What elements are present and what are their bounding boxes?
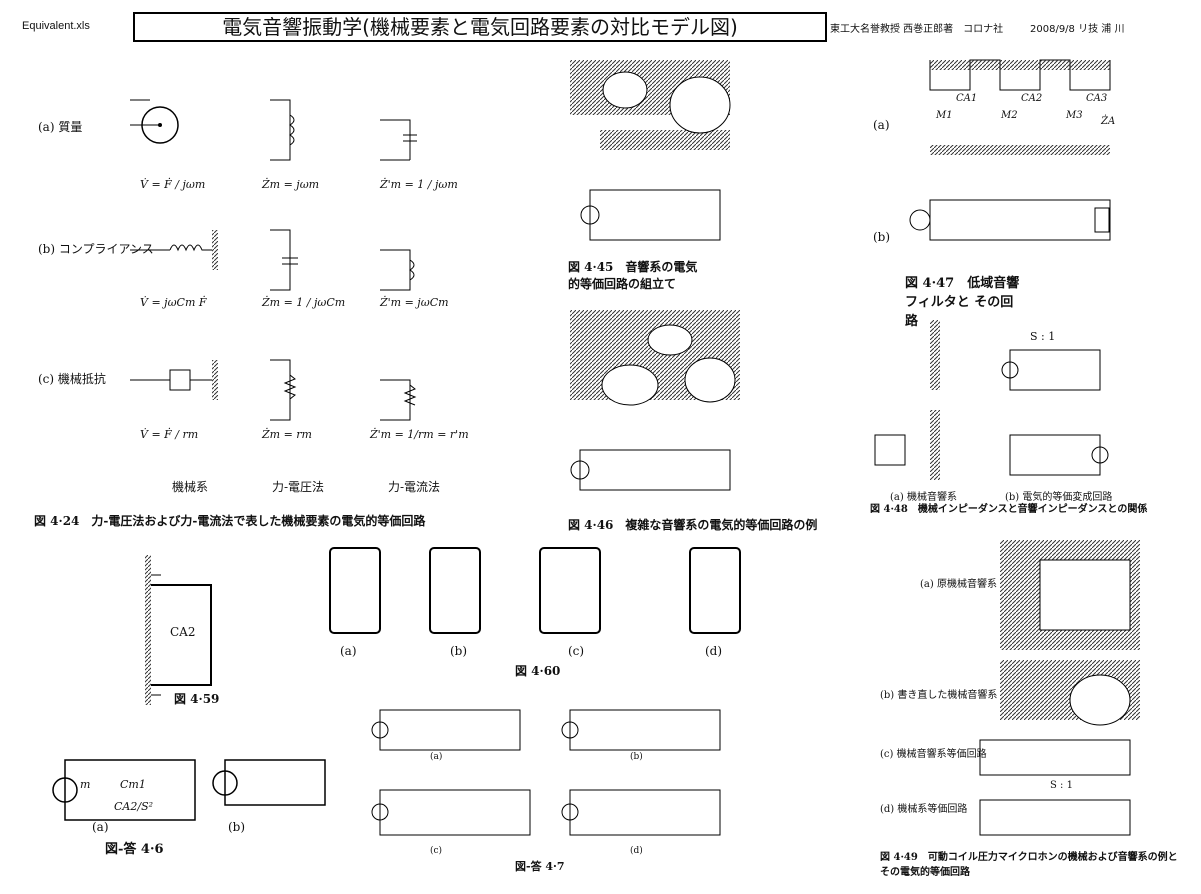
figure-4-60-diagrams (329, 547, 741, 634)
fig447-label-a: (a) (873, 118, 890, 132)
ans46-sub-b: (b) (228, 820, 246, 834)
fig449-item-c: (c) 機械音響系等価回路 (880, 749, 987, 760)
date: 2008/9/8 リ技 浦 川 (1030, 24, 1125, 35)
caption-4-47: 図 4·47 低域音響フィルタと その回路 (905, 276, 1020, 329)
row-label-resistance: (c) 機械抵抗 (38, 372, 106, 386)
author: 東工大名誉教授 西巻正郎著 コロナ社 (830, 24, 1004, 35)
fv-circuits (270, 99, 298, 421)
caption-4-46: 図 4·46 複雑な音響系の電気的等価回路の例 (568, 518, 818, 532)
caption-4-60: 図 4·60 (515, 664, 561, 678)
fig460-sub-b: (b) (450, 644, 468, 658)
caption-4-49: 図 4·49 可動コイル圧力マイクロホンの機械および音響系の例とその電気的等価回… (880, 852, 1178, 878)
caption-ans-4-7: 図-答 4·7 (515, 860, 565, 873)
mass-diagram (130, 99, 179, 144)
mass-fc-formula: Ż'm = 1 / jωm (380, 178, 458, 191)
ans46-sub-a: (a) (92, 820, 109, 834)
fig447-label-m1: M1 (935, 110, 954, 121)
fig447-label-ca3: CA3 (1085, 93, 1109, 104)
resistance-diagram (130, 360, 218, 400)
compliance-diagram (130, 230, 218, 270)
fig460-sub-c: (c) (568, 644, 585, 658)
caption-4-48: 図 4·48 機械インピーダンスと音響インピーダンスとの関係 (870, 504, 1148, 515)
figure-4-49-diagram (979, 540, 1140, 836)
fig448-sub-b: (b) 電気的等価変成回路 (1005, 492, 1113, 503)
fig447-label-ca2: CA2 (1020, 93, 1044, 104)
figure-4-48-diagram (874, 320, 1109, 480)
caption-ans-4-6: 図-答 4·6 (105, 842, 164, 857)
mass-mech-formula: V̇ = Ḟ / jωm (140, 178, 206, 191)
caption-4-59: 図 4·59 (174, 692, 220, 706)
column-force-current: 力-電流法 (388, 480, 441, 494)
fig448-sub-a: (a) 機械音響系 (890, 492, 957, 503)
ans46-label-ca2: CA2/S² (114, 800, 154, 813)
ans47-sub-a: (a) (430, 752, 443, 762)
fig447-label-za: ŻA (1100, 116, 1117, 127)
caption-4-24: 図 4·24 力-電圧法および力-電流法で表した機械要素の電気的等価回路 (34, 514, 426, 528)
page-title: 電気音響振動学(機械要素と電気回路要素の対比モデル図) (133, 12, 827, 42)
fig447-label-ca1: CA1 (955, 93, 979, 104)
column-mechanical: 機械系 (172, 480, 209, 494)
ans47-sub-d: (d) (630, 846, 643, 856)
fig449-item-b: (b) 書き直した機械音響系 (880, 690, 998, 701)
resistance-fc-formula: Ż'm = 1/rm = r'm (370, 428, 469, 441)
fig447-label-m3: M3 (1065, 110, 1084, 121)
fig447-label-m2: M2 (1000, 110, 1019, 121)
ans47-sub-b: (b) (630, 752, 643, 762)
fig460-sub-d: (d) (705, 644, 723, 658)
fig460-sub-a: (a) (340, 644, 357, 658)
compliance-mech-formula: V̇ = jωCm Ḟ (140, 296, 207, 309)
fig449-item-a: (a) 原機械音響系 (920, 579, 997, 590)
answer-4-6-circuits (52, 759, 326, 821)
resistance-fv-formula: Żm = rm (262, 428, 312, 441)
caption-4-45: 図 4·45 音響系の電気的等価回路の組立て (568, 260, 698, 291)
fig448-ratio: S : 1 (1030, 330, 1056, 343)
mass-fv-formula: Żm = jωm (262, 178, 320, 191)
row-label-mass: (a) 質量 (38, 120, 83, 134)
figure-4-59-diagram (145, 555, 212, 705)
compliance-fv-formula: Żm = 1 / jωCm (262, 296, 346, 309)
row-label-compliance: (b) コンプライアンス (38, 242, 154, 256)
fc-circuits (380, 119, 417, 421)
fig447-label-b: (b) (873, 230, 891, 244)
resistance-mech-formula: V̇ = Ḟ / rm (140, 428, 199, 441)
figure-4-46-diagram (570, 310, 740, 491)
fig449-ratio: S : 1 (1050, 780, 1073, 791)
compliance-fc-formula: Ż'm = jωCm (380, 296, 449, 309)
figure-4-47-diagram (909, 59, 1111, 241)
fig449-item-d: (d) 機械系等価回路 (880, 804, 968, 815)
ans46-label-cm1: Cm1 (120, 778, 146, 791)
ans47-sub-c: (c) (430, 846, 443, 856)
file-name: Equivalent.xls (22, 20, 90, 32)
answer-4-7-circuits (371, 709, 721, 836)
ans46-label-m: m (80, 778, 91, 791)
column-force-voltage: 力-電圧法 (272, 480, 325, 494)
figure-4-45-diagram (570, 60, 731, 241)
fig459-label-ca2: CA2 (170, 625, 196, 639)
